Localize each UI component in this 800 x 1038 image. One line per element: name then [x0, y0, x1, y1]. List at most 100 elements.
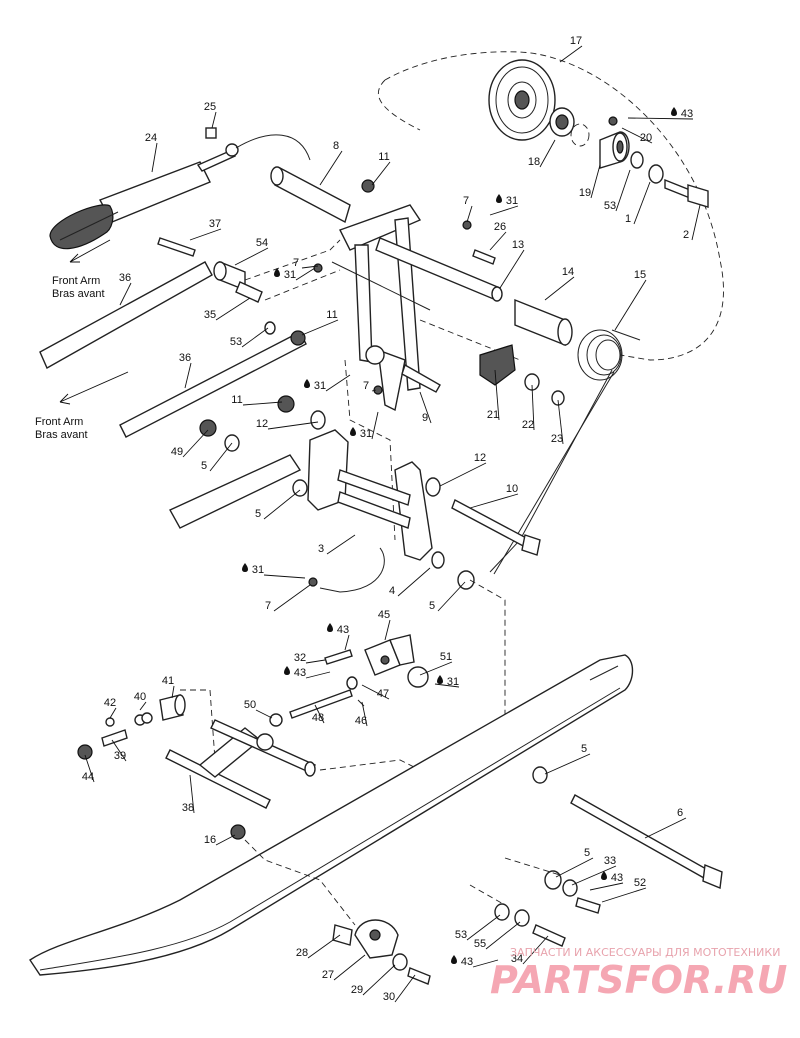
callout-49: 49: [171, 446, 183, 458]
leader-line-30: [394, 974, 416, 1003]
callout-43: 43: [461, 956, 473, 968]
upper-cross-shaft: [270, 166, 351, 224]
screw-7a: [462, 220, 472, 230]
nut-11b: [290, 330, 306, 346]
callout-44: 44: [82, 771, 94, 783]
bushing-41: [159, 694, 186, 721]
callout-32: 32: [294, 652, 306, 664]
dashed-guide-2: [264, 269, 341, 301]
callout-31: 31: [447, 676, 459, 688]
spacer-28: [332, 924, 353, 946]
leader-line-12: [267, 421, 319, 430]
dashed-guide-4: [419, 319, 521, 361]
leader-line-43: [305, 671, 331, 679]
pin-39: [101, 729, 128, 747]
callout-24: 24: [145, 132, 157, 144]
lubricant-drop-icon: [242, 563, 248, 572]
leader-line-5: [263, 489, 301, 520]
callout-5: 5: [581, 743, 587, 755]
shock-absorber: [49, 134, 311, 250]
leader-line-9: [419, 391, 432, 424]
callout-55: 55: [474, 938, 486, 950]
callout-43: 43: [611, 872, 623, 884]
leader-line-1: [633, 181, 651, 225]
lubricant-drop-icon: [496, 194, 502, 203]
washer-5e: [544, 870, 562, 890]
callout-17: 17: [570, 35, 582, 47]
leader-line-22: [531, 384, 535, 431]
washer-5b: [292, 479, 308, 497]
leader-line-52: [601, 887, 647, 903]
callout-48: 48: [312, 712, 324, 724]
leader-line-12: [439, 462, 487, 487]
leader-line-37: [189, 228, 222, 241]
front-arm-note-1-line1: Front Arm: [52, 275, 100, 287]
axle-assembly: [165, 719, 316, 809]
set-screw: [608, 116, 618, 126]
leader-line-53: [241, 327, 269, 348]
leader-line-45: [384, 619, 391, 641]
leader-line-6: [644, 817, 687, 839]
callout-43: 43: [681, 108, 693, 120]
nut-11a: [361, 179, 375, 193]
leader-line-21: [494, 369, 500, 421]
leader-line-16: [215, 834, 236, 846]
screw-7c: [373, 385, 383, 395]
watermark-tagline: ЗАПЧАСТИ И АКСЕССУАРЫ ДЛЯ МОТОТЕХНИКИ: [510, 946, 780, 959]
lubricant-drop-icon: [671, 107, 677, 116]
callout-9: 9: [422, 412, 428, 424]
leader-line-14: [544, 276, 575, 301]
callout-5: 5: [429, 600, 435, 612]
washer-50: [269, 713, 283, 727]
callout-5: 5: [201, 460, 207, 472]
lower-bracket: [307, 429, 445, 593]
leader-line-7: [466, 205, 473, 223]
leader-line-13: [499, 249, 525, 289]
nut-44: [77, 744, 93, 760]
callout-42: 42: [104, 697, 116, 709]
leader-line-11: [371, 161, 391, 186]
leader-line-5: [209, 442, 233, 472]
nut-49: [199, 419, 217, 437]
callout-7: 7: [265, 600, 271, 612]
bolt-34: [532, 924, 566, 947]
leader-line-31: [325, 374, 351, 392]
leader-line-31: [489, 205, 519, 216]
bolt-26: [472, 249, 496, 265]
callout-22: 22: [522, 419, 534, 431]
callout-31: 31: [284, 269, 296, 281]
leader-line-31: [434, 683, 460, 688]
callout-12: 12: [256, 418, 268, 430]
washer-53: [630, 151, 644, 169]
washer-55: [514, 909, 530, 927]
callout-34: 34: [511, 953, 523, 965]
clamp-assembly: [364, 634, 415, 676]
callout-2: 2: [683, 229, 689, 241]
leader-line-53: [615, 169, 631, 212]
callout-31: 31: [252, 564, 264, 576]
callout-5: 5: [255, 508, 261, 520]
leader-line-48: [314, 704, 325, 724]
washer-5c: [457, 570, 475, 590]
callout-11: 11: [378, 151, 389, 163]
leader-line-34: [522, 935, 549, 965]
callout-30: 30: [383, 991, 395, 1003]
cap-42: [105, 717, 115, 727]
washer-53b: [264, 321, 276, 335]
callout-7: 7: [363, 380, 369, 392]
front-arm-note-2-line1: Front Arm: [35, 416, 83, 428]
leader-line-47: [361, 684, 390, 700]
callout-7: 7: [463, 195, 469, 207]
idler-wheel: [488, 59, 556, 141]
washer-12a: [310, 410, 326, 430]
leader-line-54: [234, 247, 269, 266]
leader-line-17: [559, 45, 583, 63]
callout-31: 31: [314, 380, 326, 392]
leader-line-20: [621, 127, 653, 144]
lubricant-drop-icon: [304, 379, 310, 388]
bearing: [549, 107, 575, 137]
screw-7b: [313, 263, 323, 273]
lubricant-drop-icon: [350, 427, 356, 436]
bolt-37: [157, 237, 196, 257]
leader-line-35: [215, 297, 251, 321]
